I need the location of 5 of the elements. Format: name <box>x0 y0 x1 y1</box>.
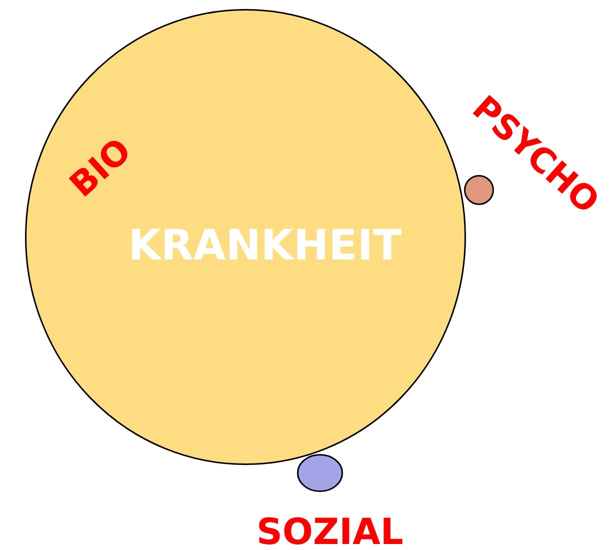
circle-marker <box>297 454 343 492</box>
bio-label: BIO <box>62 130 139 206</box>
disease-circle <box>25 9 466 465</box>
disease-label: KRANKHEIT <box>128 220 402 270</box>
sozial-label: SOZIAL <box>256 512 404 550</box>
